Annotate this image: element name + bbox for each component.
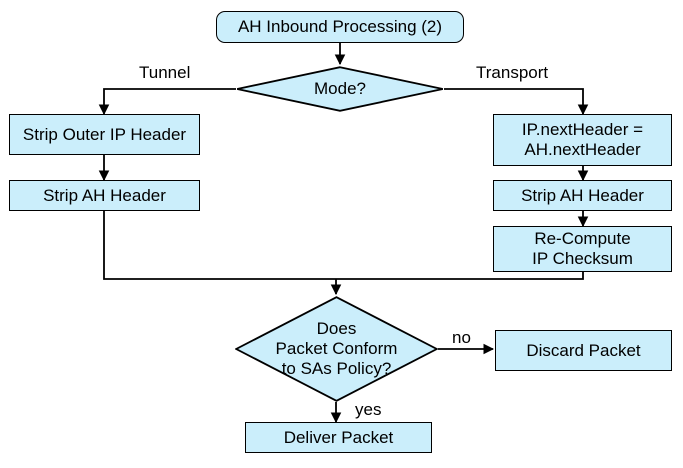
edge-transport-join [336, 272, 584, 280]
node-mode-decision[interactable]: Mode? [236, 66, 444, 112]
policy-diamond-shape [234, 296, 439, 402]
node-deliver-packet[interactable]: Deliver Packet [245, 422, 432, 453]
edge-label-yes: yes [355, 400, 382, 419]
node-policy-decision[interactable]: Does Packet Conform to SAs Policy? [234, 296, 439, 402]
node-policy-decision-label: Does Packet Conform to SAs Policy? [275, 319, 398, 378]
node-discard-packet[interactable]: Discard Packet [495, 330, 672, 371]
edge-label-no: no [452, 328, 471, 347]
node-ip-nextheader-assign[interactable]: IP.nextHeader = AH.nextHeader [493, 114, 672, 166]
edge-mode-transport [444, 88, 589, 116]
edge-label-tunnel: Tunnel [139, 63, 191, 82]
node-mode-decision-label: Mode? [314, 79, 366, 98]
mode-diamond-shape [237, 66, 443, 112]
edge-mode-tunnel [98, 88, 236, 116]
node-strip-ah-header-tunnel[interactable]: Strip AH Header [9, 180, 200, 211]
node-strip-ah-header-transport[interactable]: Strip AH Header [493, 180, 672, 211]
node-strip-outer-ip-header[interactable]: Strip Outer IP Header [9, 114, 200, 155]
node-recompute-ip-checksum[interactable]: Re-Compute IP Checksum [493, 226, 672, 272]
node-start[interactable]: AH Inbound Processing (2) [216, 11, 464, 43]
edge-label-transport: Transport [476, 63, 549, 82]
edge-tunnel-join [103, 211, 336, 280]
